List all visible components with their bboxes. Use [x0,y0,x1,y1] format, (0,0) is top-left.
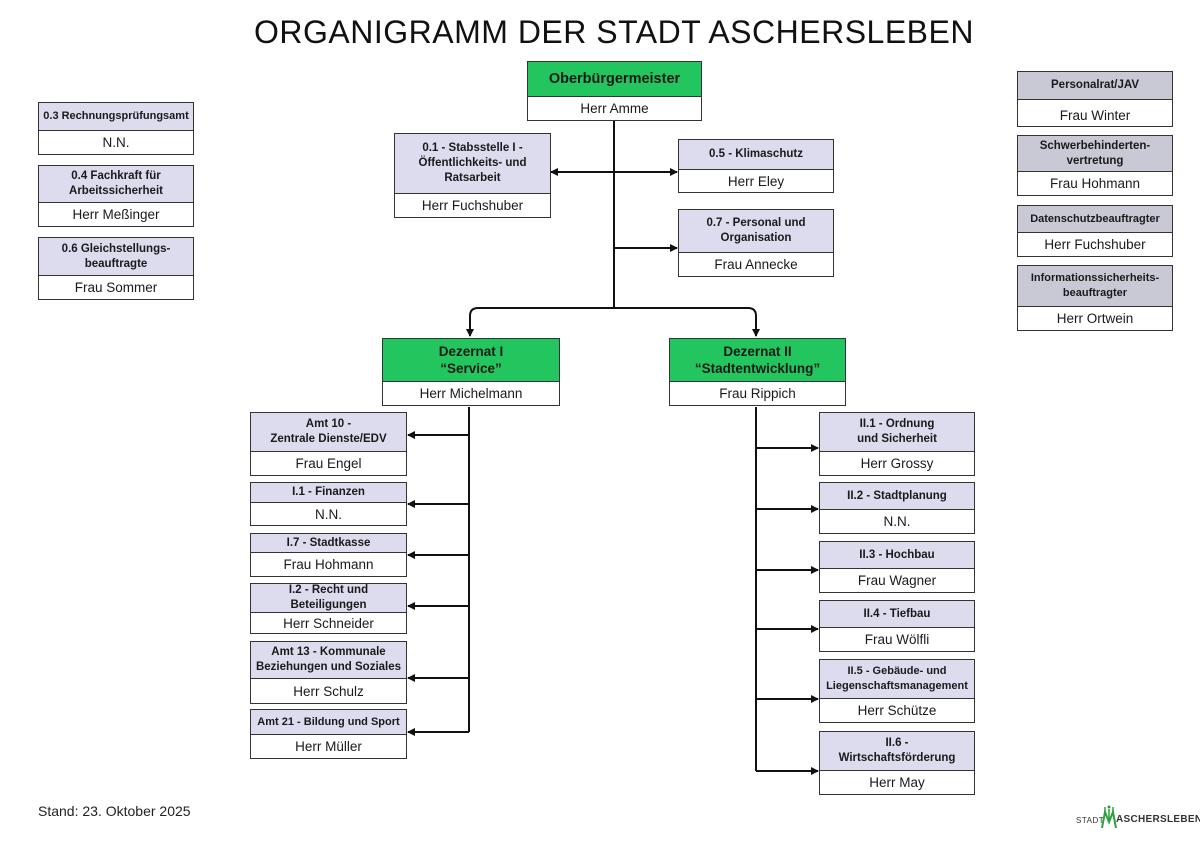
box-title: 0.7 - Personal und Organisation [679,210,833,253]
box-ordnung-sicherheit: II.1 - Ordnung und Sicherheit Herr Gross… [819,412,975,476]
box-person: N.N. [315,506,342,522]
box-title: 0.5 - Klimaschutz [679,140,833,170]
box-klimaschutz: 0.5 - Klimaschutz Herr Eley [678,139,834,193]
box-stadtkasse: I.7 - Stadtkasse Frau Hohmann [250,533,407,577]
box-person: Frau Winter [1018,100,1172,126]
logo-name-text: ASCHERSLEBEN [1116,814,1200,825]
box-person: Herr Schulz [293,683,364,699]
box-person: N.N. [102,135,130,150]
box-person: Frau Engel [295,456,362,471]
box-title: II.2 - Stadtplanung [820,483,974,510]
box-person: Herr Eley [727,173,785,189]
logo-mark-icon [1101,805,1117,829]
box-person: Herr Grossy [860,456,934,471]
box-person: Herr Fuchshuber [421,198,524,213]
box-personalrat: Personalrat/JAV Frau Winter [1017,71,1173,127]
box-datenschutzbeauftragter: Datenschutzbeauftragter Herr Fuchshuber [1017,205,1173,257]
box-title: II.4 - Tiefbau [820,601,974,628]
box-title: Informationssicherheits- beauftragter [1018,266,1172,307]
box-person: N.N. [883,514,911,529]
box-person: Frau Hohmann [283,557,374,572]
box-stabsstelle-1: 0.1 - Stabsstelle I - Öffentlichkeits- u… [394,133,551,218]
box-person: Frau Annecke [714,257,798,272]
box-title: Amt 21 - Bildung und Sport [251,710,406,735]
stadt-logo: STADT ASCHERSLEBEN [1072,804,1200,832]
box-informationssicherheitsbeauftragter: Informationssicherheits- beauftragter He… [1017,265,1173,331]
box-person: Frau Wagner [857,573,937,588]
box-title: 0.1 - Stabsstelle I - Öffentlichkeits- u… [395,134,550,194]
box-title: II.3 - Hochbau [820,542,974,569]
box-person: Frau Hohmann [1049,176,1141,191]
box-person: Herr Schneider [283,615,374,631]
box-title: 0.4 Fachkraft für Arbeitssicherheit [39,166,193,203]
box-hochbau: II.3 - Hochbau Frau Wagner [819,541,975,593]
box-title: Amt 13 - Kommunale Beziehungen und Sozia… [251,642,406,679]
box-title: II.5 - Gebäude- und Liegenschaftsmanagem… [820,660,974,699]
box-personal-organisation: 0.7 - Personal und Organisation Frau Ann… [678,209,834,277]
box-title: 0.3 Rechnungsprüfungsamt [39,103,193,131]
box-schwerbehindertenvertretung: Schwerbehinderten- vertretung Frau Hohma… [1017,135,1173,196]
box-oberbuergermeister: Oberbürgermeister Herr Amme [527,61,702,121]
box-stadtplanung: II.2 - Stadtplanung N.N. [819,482,975,534]
box-gebaeude-liegenschaften: II.5 - Gebäude- und Liegenschaftsmanagem… [819,659,975,723]
box-person: Herr Müller [295,739,362,754]
box-title: II.6 - Wirtschaftsförderung [820,732,974,771]
box-title: Dezernat II “Stadtentwicklung” [670,339,845,382]
box-amt-13: Amt 13 - Kommunale Beziehungen und Sozia… [250,641,407,704]
box-title: I.7 - Stadtkasse [251,534,406,553]
box-person: Herr Fuchshuber [1044,237,1146,252]
box-recht-beteiligungen: I.2 - Recht und Beteiligungen Herr Schne… [250,583,407,634]
logo-stadt-text: STADT [1076,816,1105,825]
box-title: I.1 - Finanzen [251,483,406,503]
box-fachkraft-arbeitssicherheit: 0.4 Fachkraft für Arbeitssicherheit Herr… [38,165,194,227]
box-person: Frau Wölfli [864,632,930,647]
box-amt-10: Amt 10 - Zentrale Dienste/EDV Frau Engel [250,412,407,476]
box-rechnungspruefungsamt: 0.3 Rechnungsprüfungsamt N.N. [38,102,194,155]
box-title: Personalrat/JAV [1018,72,1172,100]
box-title: II.1 - Ordnung und Sicherheit [820,413,974,452]
page-title: ORGANIGRAMM DER STADT ASCHERSLEBEN [254,14,974,50]
box-title: Dezernat I “Service” [383,339,559,382]
box-person: Frau Rippich [719,386,796,401]
box-amt-21: Amt 21 - Bildung und Sport Herr Müller [250,709,407,759]
box-gleichstellungsbeauftragte: 0.6 Gleichstellungs- beauftragte Frau So… [38,237,194,300]
box-person: Herr Ortwein [1056,311,1134,326]
box-person: Frau Sommer [74,280,158,295]
box-title: Oberbürgermeister [528,62,701,97]
box-person: Herr Meßinger [72,207,160,222]
box-person: Herr Michelmann [419,386,523,401]
box-dezernat-2: Dezernat II “Stadtentwicklung” Frau Ripp… [669,338,846,406]
box-tiefbau: II.4 - Tiefbau Frau Wölfli [819,600,975,652]
box-title: Schwerbehinderten- vertretung [1018,136,1172,172]
box-wirtschaftsfoerderung: II.6 - Wirtschaftsförderung Herr May [819,731,975,795]
box-person: Herr May [869,775,925,790]
box-person: Herr Schütze [857,703,937,718]
box-person: Herr Amme [580,101,649,116]
box-dezernat-1: Dezernat I “Service” Herr Michelmann [382,338,560,406]
box-title: Amt 10 - Zentrale Dienste/EDV [251,413,406,452]
box-title: 0.6 Gleichstellungs- beauftragte [39,238,193,276]
box-title: Datenschutzbeauftragter [1018,206,1172,233]
box-finanzen: I.1 - Finanzen N.N. [250,482,407,526]
stand-date: Stand: 23. Oktober 2025 [38,803,191,819]
box-title: I.2 - Recht und Beteiligungen [251,584,406,613]
